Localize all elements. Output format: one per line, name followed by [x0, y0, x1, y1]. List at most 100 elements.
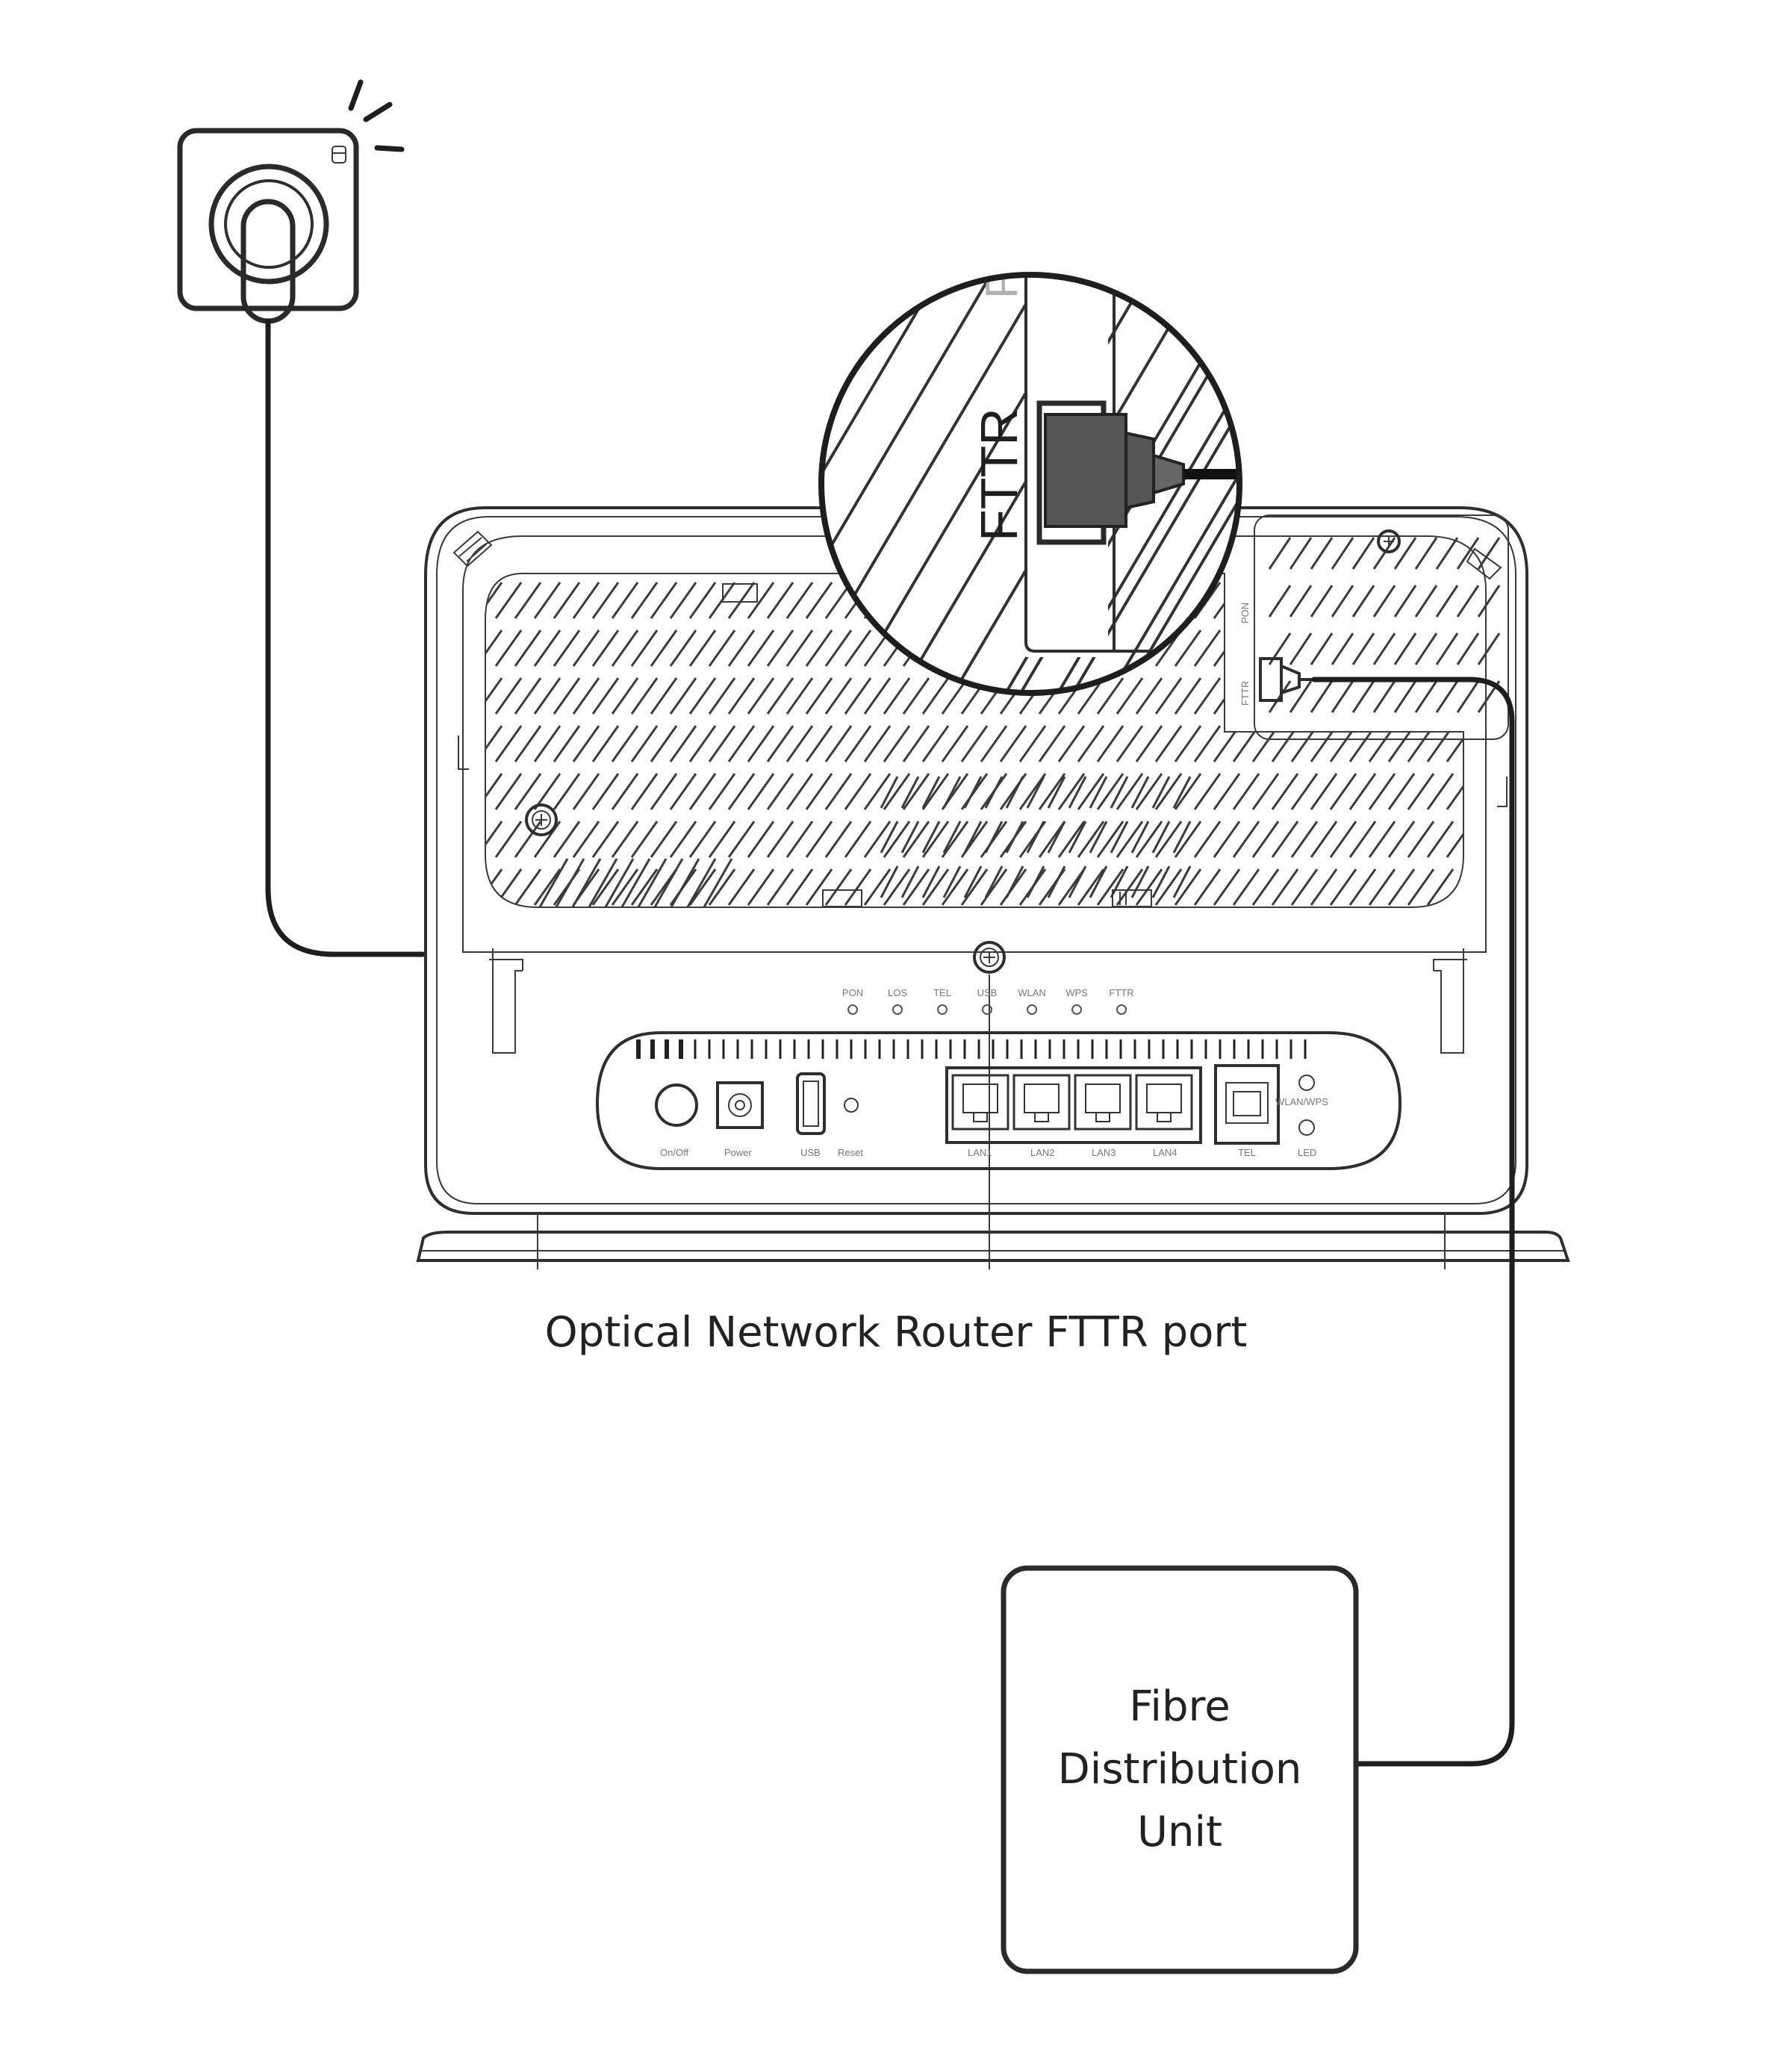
vent-slot: [611, 582, 639, 619]
vent-slot: [1407, 821, 1435, 858]
vent-slot: [984, 821, 1004, 854]
vent-slot: [1525, 774, 1550, 809]
vent-slot: [553, 629, 581, 667]
wlan-wps-button[interactable]: [1298, 1075, 1315, 1091]
vent-slot: [1026, 776, 1045, 809]
vent-slot: [1172, 865, 1192, 898]
vent-slot: [1387, 821, 1416, 858]
vent-slot: [1005, 865, 1024, 898]
vent-slot: [591, 773, 620, 810]
vent-slot: [418, 678, 444, 714]
vent-slot: [418, 726, 444, 762]
vent-slot: [747, 868, 775, 906]
vent-slot: [438, 678, 463, 714]
vent-slot: [963, 776, 983, 809]
vent-slot: [1172, 821, 1192, 854]
reset-button[interactable]: [844, 1098, 859, 1113]
vent-slot: [942, 776, 962, 809]
vent-slot: [1525, 821, 1550, 857]
vent-slot: [1329, 725, 1357, 762]
vent-slot: [1407, 725, 1435, 762]
vent-slot: [863, 868, 892, 906]
vent-slot: [650, 629, 678, 667]
vent-slot: [880, 776, 899, 809]
vent-slot: [418, 582, 444, 618]
vent-slot: [533, 629, 561, 667]
vent-slot: [1564, 582, 1589, 618]
vent-slot: [766, 821, 794, 858]
vent-slot: [553, 858, 585, 907]
fttr-side-label: FTTR: [1239, 681, 1251, 706]
vent-slot: [1331, 537, 1354, 570]
vent-slot: [805, 725, 833, 762]
vent-slot: [485, 629, 503, 667]
vent-slot: [618, 858, 651, 907]
vent-slot: [1213, 773, 1241, 810]
vent-slot: [1544, 630, 1569, 666]
vent-slot: [1310, 821, 1338, 858]
vent-slot: [727, 773, 756, 810]
vent-slot: [1387, 868, 1416, 906]
vent-slot: [1232, 725, 1260, 762]
vent-slot: [585, 858, 618, 907]
vent-slot: [1057, 821, 1086, 858]
vent-slot: [785, 868, 814, 906]
vent-slot: [844, 773, 872, 810]
vent-slot: [572, 582, 600, 619]
vent-slot: [1426, 725, 1455, 762]
vent-slot: [805, 821, 833, 858]
vent-slot: [494, 773, 523, 810]
vent-slot: [1387, 773, 1416, 810]
vent-slot: [921, 821, 941, 854]
screw-center: [973, 941, 1006, 974]
vent-slot: [1426, 821, 1455, 858]
vent-slot: [1110, 821, 1129, 854]
magnified-vent-slot: [821, 282, 987, 693]
vent-slot: [1096, 773, 1124, 810]
magnified-vent-slot: [1104, 282, 1239, 693]
power-label: Power: [724, 1147, 753, 1158]
vent-slot: [1135, 773, 1163, 810]
vent-slot: [1289, 585, 1313, 618]
vent-slot: [863, 773, 892, 810]
vent-slot: [602, 858, 635, 907]
led-label: WPS: [1065, 987, 1088, 998]
vent-slot: [1151, 821, 1171, 854]
vent-slot: [1089, 865, 1108, 898]
vent-slot: [1130, 821, 1150, 854]
vent-slot: [1414, 537, 1438, 570]
vent-slot: [1135, 677, 1163, 715]
vent-slot: [766, 629, 794, 667]
vent-slot: [1116, 868, 1144, 906]
vent-slot: [1329, 773, 1357, 810]
vent-slot: [1486, 869, 1511, 905]
vent-slot: [611, 725, 639, 762]
vent-slot: [630, 821, 659, 858]
vent-slot: [688, 725, 717, 762]
vent-slot: [902, 868, 930, 906]
reset-label: Reset: [838, 1147, 863, 1158]
vent-slot: [941, 725, 969, 762]
vent-slot: [635, 858, 668, 907]
vent-slot: [1005, 821, 1024, 854]
vent-slot: [569, 858, 602, 907]
vent-slot: [1151, 776, 1171, 809]
vent-slot: [1057, 773, 1086, 810]
vent-slot: [766, 773, 794, 810]
vent-slot: [1435, 680, 1459, 713]
vent-slot: [844, 868, 872, 906]
vent-slot: [418, 630, 444, 666]
vent-slot: [805, 773, 833, 810]
vent-slot: [785, 725, 814, 762]
vent-slot: [1456, 680, 1480, 713]
led-button[interactable]: [1298, 1119, 1315, 1136]
vent-slot: [727, 582, 756, 619]
vent-slot: [457, 726, 482, 762]
vent-slot: [630, 773, 659, 810]
vent-slot: [1486, 821, 1511, 857]
vent-slot: [708, 725, 736, 762]
vent-slot: [1268, 537, 1292, 570]
vent-slot: [1477, 537, 1501, 570]
onoff-button[interactable]: [655, 1083, 698, 1127]
vent-slot: [747, 677, 775, 715]
